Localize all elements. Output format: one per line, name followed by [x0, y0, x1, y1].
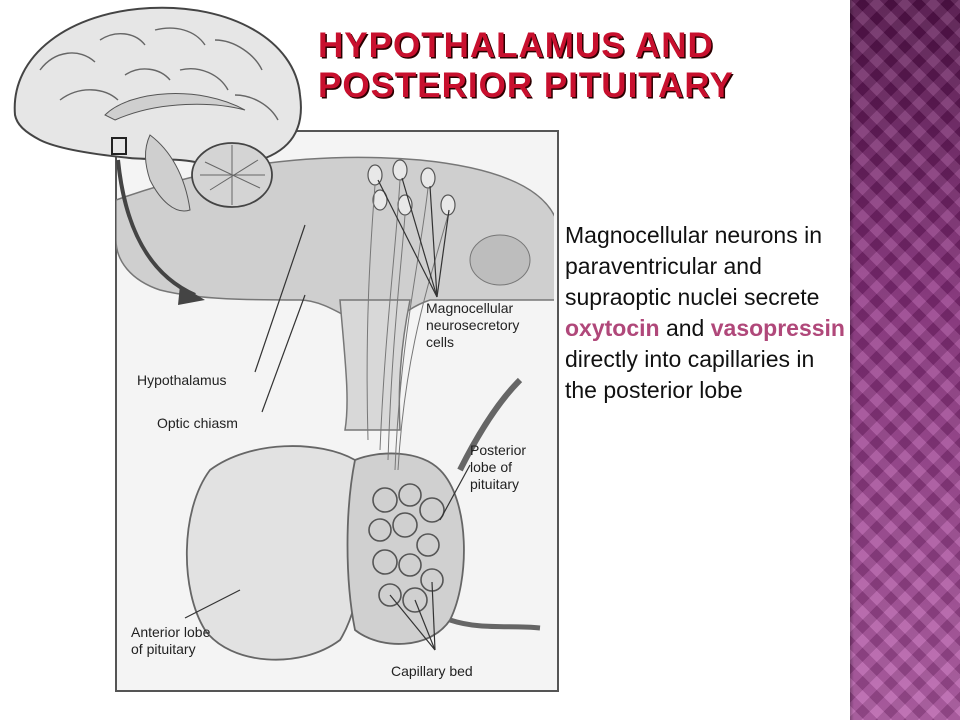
body-segment: directly into capillaries in the posteri…: [565, 346, 815, 403]
side-band-edge: [850, 0, 854, 720]
label-hypothalamus: Hypothalamus: [137, 372, 227, 388]
label-optic-chiasm: Optic chiasm: [157, 415, 238, 431]
highlight-oxytocin: oxytocin: [565, 315, 660, 341]
highlight-vasopressin: vasopressin: [710, 315, 845, 341]
label-anterior-lobe: Anterior lobe of pituitary: [131, 624, 211, 657]
brain-illustration: [13, 6, 302, 212]
zoom-arrow-head: [178, 285, 205, 305]
title-line-2: Posterior Pituitary: [318, 66, 734, 105]
slide-title: Hypothalamus and Posterior Pituitary: [318, 26, 838, 106]
title-line-1: Hypothalamus and: [318, 26, 714, 65]
label-posterior-lobe: Posterior lobe of pituitary: [470, 442, 527, 492]
label-leader-lines: [184, 177, 471, 651]
body-text: Magnocellular neurons in paraventricular…: [565, 220, 847, 406]
body-segment: Magnocellular neurons in paraventricular…: [565, 222, 822, 310]
label-magnocellular-cells: Magnocellular neurosecretory cells: [426, 300, 520, 350]
figure-tissue: [116, 156, 554, 661]
body-segment: and: [659, 315, 711, 341]
label-capillary-bed: Capillary bed: [391, 663, 473, 679]
decorative-side-band: [850, 0, 960, 720]
